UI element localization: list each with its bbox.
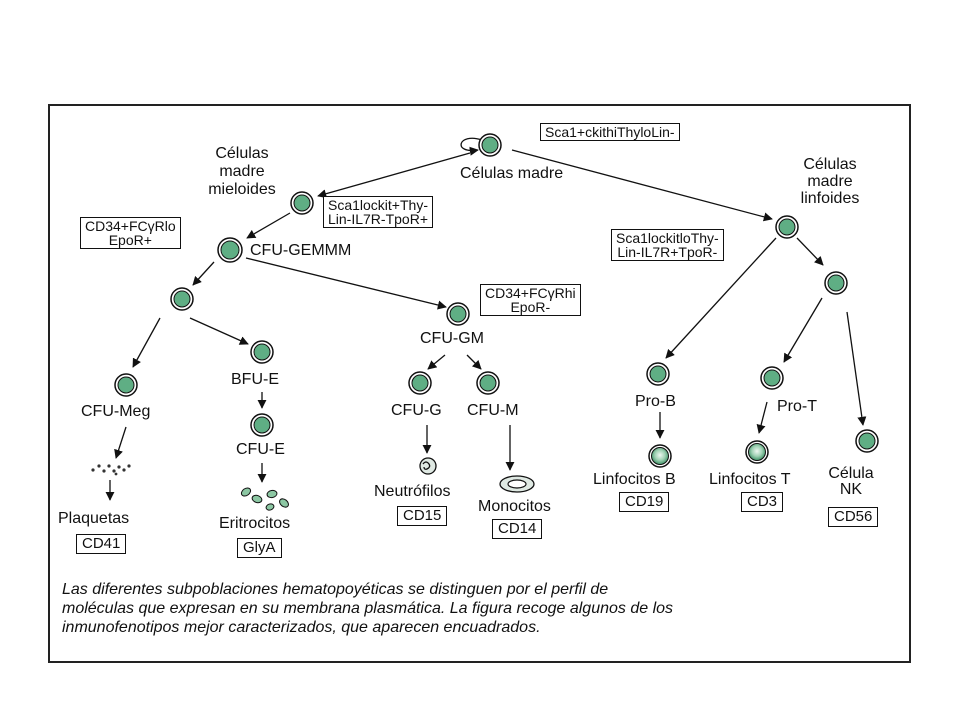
label-linfocitos-t: Linfocitos T <box>709 471 791 488</box>
label-celula-nk: Célula NK <box>828 465 874 498</box>
arrow-stem-to-myeloid <box>317 152 471 199</box>
label-plaquetas: Plaquetas <box>58 510 130 527</box>
phenotype-gm-line1: CD34+FCγRhi <box>485 285 576 301</box>
label-linfocitos-b: Linfocitos B <box>593 471 676 488</box>
label-stem-cells: Células madre <box>460 165 563 182</box>
cell-bfu-e <box>250 340 274 364</box>
phenotype-lymphoid-line1: Sca1lockitloThy- <box>616 230 719 246</box>
arrow-progenitor-to-meg <box>132 317 161 368</box>
arrow-lymphoid-to-prob <box>665 237 777 359</box>
caption-line-1: Las diferentes subpoblaciones hematopoyé… <box>62 581 609 598</box>
phenotype-myeloid-line1: Sca1lockit+Thy- <box>328 197 428 213</box>
arrow-stem-to-lymphoid <box>511 149 773 222</box>
cell-lymphoid-progenitor <box>824 271 848 295</box>
phenotype-lymphoid-line2: Lin-IL7R+TpoR- <box>617 244 718 260</box>
label-neutrofilos: Neutrófilos <box>374 483 451 500</box>
cell-myeloid-stem <box>290 191 314 215</box>
marker-box-glya: GlyA <box>237 538 282 558</box>
marker-box-cd14: CD14 <box>492 519 543 539</box>
label-cfu-gm: CFU-GM <box>420 330 484 347</box>
cell-stem <box>478 133 502 157</box>
cell-progenitor <box>170 287 194 311</box>
marker-box-cd15: CD15 <box>397 506 448 526</box>
phenotype-box-gemm: CD34+FCγRlo EpoR+ <box>80 217 181 249</box>
arrow-lymphoid-to-proglt <box>796 237 824 266</box>
label-cfu-e: CFU-E <box>236 441 285 458</box>
phenotype-gemm-line1: CD34+FCγRlo <box>85 218 176 234</box>
neutrophil-icon <box>419 457 437 475</box>
arrow-gm-to-cfum <box>466 354 482 370</box>
label-myeloid-stem: Células madre mieloides <box>208 145 276 198</box>
label-cfu-gemm: CFU-GEMMM <box>250 242 352 259</box>
figure-caption: Las diferentes subpoblaciones hematopoyé… <box>62 580 902 637</box>
caption-line-3: inmunofenotipos mejor caracterizados, qu… <box>62 619 541 636</box>
cell-gemm <box>217 237 243 263</box>
marker-box-cd3: CD3 <box>741 492 784 512</box>
label-pro-t: Pro-T <box>777 398 817 415</box>
cell-linfocito-t <box>745 440 769 464</box>
arrow-progenitor-to-bfue <box>189 317 249 345</box>
arrow-meg-to-platelets <box>114 426 127 459</box>
phenotype-gm-line2: EpoR- <box>510 299 551 315</box>
cell-cfu-g <box>408 371 432 395</box>
marker-box-cd41: CD41 <box>76 534 127 554</box>
cell-linfocito-b <box>648 444 672 468</box>
label-cfu-m: CFU-M <box>467 402 519 419</box>
phenotype-box-myeloid: Sca1lockit+Thy- Lin-IL7R-TpoR+ <box>323 196 433 228</box>
label-cfu-g: CFU-G <box>391 402 442 419</box>
arrow-gemm-to-gm <box>245 257 447 310</box>
arrow-proglt-to-prot <box>783 297 823 363</box>
arrow-prot-to-lt <box>756 401 768 434</box>
phenotype-box-lymphoid: Sca1lockitloThy- Lin-IL7R+TpoR- <box>611 229 724 261</box>
arrow-myeloid-to-gemm <box>246 212 291 239</box>
cell-pro-t <box>760 366 784 390</box>
cell-cfu-e <box>250 413 274 437</box>
phenotype-stem-text: Sca1+ckithiThyloLin- <box>545 124 675 140</box>
label-lymphoid-stem: Células madre linfoides <box>800 156 860 207</box>
cell-pro-b <box>646 362 670 386</box>
self-renewal-loop <box>460 137 483 156</box>
cell-nk <box>855 429 879 453</box>
cells <box>114 133 879 468</box>
cell-cfu-meg <box>114 373 138 397</box>
arrow-gm-to-cfug <box>427 354 446 370</box>
lineage-arrows <box>105 137 867 501</box>
label-bfu-e: BFU-E <box>231 371 279 388</box>
arrow-gemm-to-progenitor <box>192 261 215 286</box>
phenotype-box-stem: Sca1+ckithiThyloLin- <box>540 123 680 141</box>
caption-line-2: moléculas que expresan en su membrana pl… <box>62 600 674 617</box>
cell-cfu-gm <box>446 302 470 326</box>
label-pro-b: Pro-B <box>635 393 676 410</box>
label-monocitos: Monocitos <box>478 498 551 515</box>
label-cfu-meg: CFU-Meg <box>81 403 151 420</box>
label-stem-text: Células madre <box>460 165 564 182</box>
marker-box-cd56: CD56 <box>828 507 879 527</box>
erythrocytes-icon <box>240 487 289 511</box>
marker-box-cd19: CD19 <box>619 492 670 512</box>
monocyte-icon <box>499 475 535 493</box>
phenotype-gemm-line2: EpoR+ <box>108 232 152 248</box>
cell-cfu-m <box>476 371 500 395</box>
cell-lymphoid-stem <box>775 215 799 239</box>
phenotype-myeloid-line2: Lin-IL7R-TpoR+ <box>328 211 428 227</box>
phenotype-box-gm: CD34+FCγRhi EpoR- <box>480 284 581 316</box>
arrow-proglt-to-nk <box>846 311 867 426</box>
platelets-icon <box>91 464 131 476</box>
label-eritrocitos: Eritrocitos <box>219 515 291 532</box>
